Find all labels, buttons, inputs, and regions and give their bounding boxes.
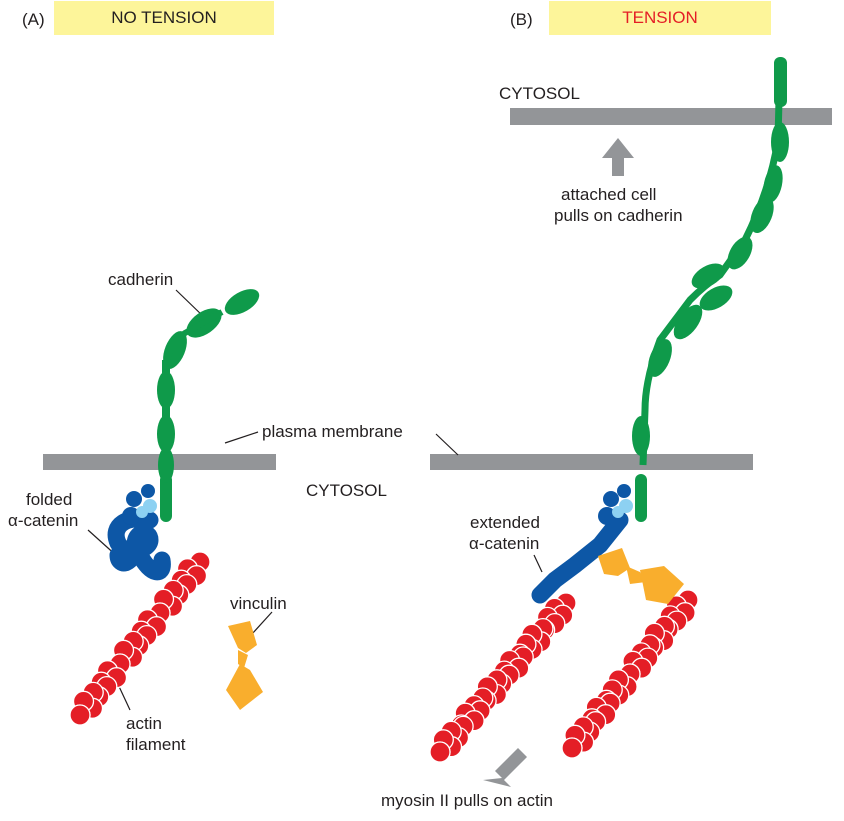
cadherin-b xyxy=(632,57,789,522)
cadherin-label: cadherin xyxy=(108,270,174,289)
pull-label-line2: pulls on cadherin xyxy=(554,206,683,225)
extended-alpha-catenin xyxy=(531,484,633,604)
cytosol-label-top: CYTOSOL xyxy=(499,84,580,103)
extended-label-line1: extended xyxy=(470,513,540,532)
cadherin-a xyxy=(157,289,260,522)
panel-a-banner: NO TENSION xyxy=(54,1,274,35)
vinculin-b xyxy=(598,548,684,604)
actin-label-line1: actin xyxy=(126,714,162,733)
upper-membrane-b xyxy=(510,108,832,125)
actin-bead xyxy=(429,741,451,763)
pull-label-line1: attached cell xyxy=(561,185,657,204)
actin-bead xyxy=(69,704,91,726)
up-arrow-icon xyxy=(602,138,634,176)
panel-b-letter: (B) xyxy=(510,10,533,29)
actin-filaments xyxy=(69,551,699,763)
extended-leader xyxy=(533,554,543,573)
membrane-leader-a xyxy=(224,431,259,444)
panel-b-banner: TENSION xyxy=(549,1,771,35)
plasma-membrane-b xyxy=(430,454,753,470)
folded-label-line1: folded xyxy=(26,490,73,509)
actin-label-line2: filament xyxy=(126,735,186,754)
plasma-membrane-label: plasma membrane xyxy=(262,422,403,441)
vinculin-leader xyxy=(251,611,273,635)
folded-alpha-catenin xyxy=(107,484,171,581)
extended-label-line2: α-catenin xyxy=(469,534,540,553)
vinculin-a xyxy=(226,621,263,710)
actin-filament-b1 xyxy=(429,592,577,763)
actin-bead xyxy=(561,737,583,759)
myosin-label: myosin II pulls on actin xyxy=(381,791,553,810)
down-left-arrow-icon xyxy=(483,748,527,787)
cytosol-label-mid: CYTOSOL xyxy=(306,481,387,500)
folded-label-line2: α-catenin xyxy=(8,511,79,530)
actin-filament-a xyxy=(69,551,211,726)
vinculin-label: vinculin xyxy=(230,594,287,613)
membrane-leader-b xyxy=(435,433,459,456)
actin-filament-b2 xyxy=(561,589,699,759)
panel-a-letter: (A) xyxy=(22,10,45,29)
